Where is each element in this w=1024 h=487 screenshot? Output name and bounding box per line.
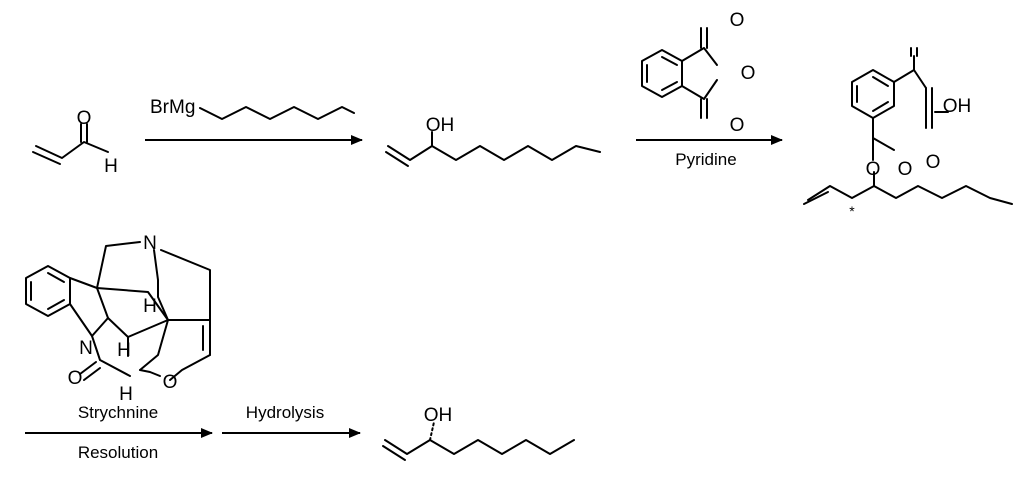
anhydride-top-oxygen-label: O <box>730 10 745 31</box>
ester-oxygen-label: O <box>866 159 881 180</box>
phthalic-anhydride-structure: O O O <box>641 10 756 136</box>
ester-carbonyl-oxygen-label: O <box>898 159 913 180</box>
strychnine-nitrogen-top-label: N <box>143 233 157 254</box>
hydrolysis-label: Hydrolysis <box>246 403 324 422</box>
anhydride-bottom-oxygen-label: O <box>730 115 745 136</box>
acrolein-hydrogen-label: H <box>104 156 118 177</box>
strychnine-ether-oxygen-label: O <box>163 372 178 393</box>
acid-carbonyl-oxygen-label: O <box>926 152 941 173</box>
acid-oh-label: OH <box>943 96 972 117</box>
stereocenter-marker: * <box>849 203 855 219</box>
strychnine-hydrogen-2-label: H <box>143 296 157 317</box>
hexylmagnesium-bromide-structure: BrMg <box>150 97 355 120</box>
strychnine-nitrogen-amide-label: N <box>79 338 93 359</box>
resolution-label: Resolution <box>78 443 158 462</box>
acrolein-oxygen-label: O <box>77 108 92 129</box>
nonenol-racemic-structure: OH <box>385 115 601 167</box>
acrolein-structure: O H <box>32 108 118 177</box>
strychnine-hydrogen-3-label: H <box>119 384 133 405</box>
nonenol-hydroxyl-label: OH <box>426 115 455 136</box>
strychnine-structure: N N H H H O O <box>25 233 211 405</box>
grignard-label: BrMg <box>150 97 195 118</box>
nonenol-resolved-structure: OH <box>382 405 575 461</box>
strychnine-hydrogen-1-label: H <box>117 340 131 361</box>
resolved-hydroxyl-label: OH <box>424 405 453 426</box>
strychnine-carbonyl-oxygen-label: O <box>68 368 83 389</box>
anhydride-ring-oxygen-label: O <box>741 63 756 84</box>
pyridine-label: Pyridine <box>675 150 736 169</box>
phthalate-half-ester-structure: OH O O O * <box>803 47 1013 219</box>
strychnine-label: Strychnine <box>78 403 158 422</box>
